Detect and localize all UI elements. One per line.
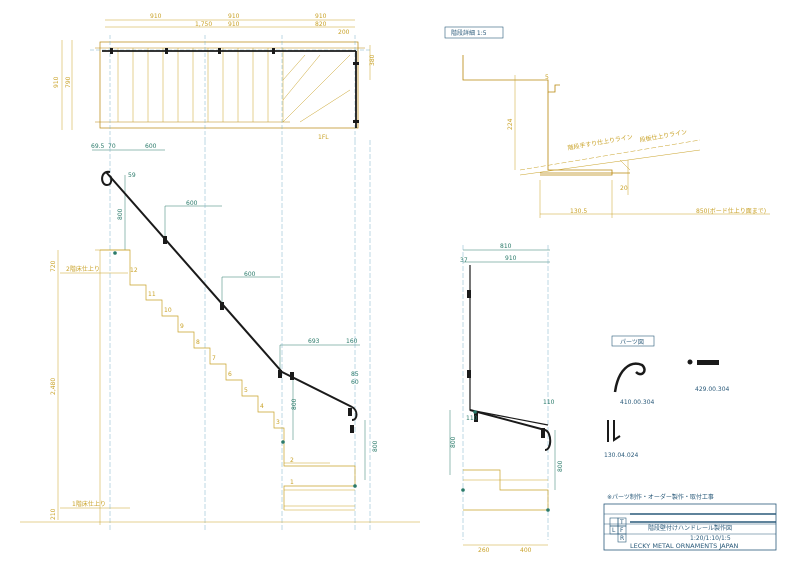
plan-dim-left-2: 790 xyxy=(65,76,72,88)
detail-dim-2: 224 xyxy=(507,118,514,130)
plan-view: 910 910 910 1,750 910 820 200 910 790 xyxy=(53,13,376,141)
detail-note-2: 段板仕上りライン xyxy=(639,128,688,144)
side-dim-v-2: 800 xyxy=(557,460,564,472)
tb-letter-f: F xyxy=(620,527,624,534)
tb-letter-r: R xyxy=(620,535,624,542)
elev-dim-v-1: 59 xyxy=(128,172,136,179)
detail-title-box xyxy=(444,26,504,39)
elev-dim-v-2: 800 xyxy=(117,208,124,220)
part-bracket-icon xyxy=(607,420,621,442)
part-code-2: 429.00.304 xyxy=(695,386,730,393)
title-block: T L F R 階段壁付けハンドレール製作図 1:20/1:10/1:5 LEC… xyxy=(603,503,777,551)
elev-dim-top-6: 693 xyxy=(308,338,320,345)
detail-dim-4: 130.5 xyxy=(570,208,587,215)
step-11: 11 xyxy=(148,291,156,298)
elev-dim-top-3: 600 xyxy=(145,143,157,150)
step-7: 7 xyxy=(212,355,216,362)
tb-letter-t: T xyxy=(619,519,624,526)
step-5: 5 xyxy=(244,387,248,394)
elev-note-1f: 1階床仕上り xyxy=(72,500,106,508)
plan-dim-left-1: 910 xyxy=(53,76,60,88)
detail-dim-5: 850(ボード仕上り面まで) xyxy=(696,207,766,215)
elev-left-dim-1: 720 xyxy=(50,260,57,272)
footer-note: ※パーツ制作・オーダー製作・取付工事 xyxy=(607,493,714,501)
detail-title: 階段詳細 1:5 xyxy=(451,29,487,37)
step-12: 12 xyxy=(130,267,138,274)
detail-dim-3: 20 xyxy=(620,185,628,192)
side-handrail xyxy=(469,409,552,451)
step-1: 1 xyxy=(290,479,294,486)
detail-note-1: 階段手すり仕上りライン xyxy=(567,133,633,152)
elev-dim-v-3: 800 xyxy=(291,398,298,410)
plan-dim-top-2: 910 xyxy=(228,13,240,20)
plan-dim-top-1: 910 xyxy=(150,13,162,20)
side-dim-small-1: 110 xyxy=(543,399,555,406)
step-6: 6 xyxy=(228,371,232,378)
parts-legend: パーツ図 410.00.304 429.00.304 130.04.024 xyxy=(604,335,730,459)
elev-left-dim-2: 2,480 xyxy=(50,378,57,395)
elev-note-2f: 2階床仕上り xyxy=(66,265,100,273)
side-dim-bottom-1: 260 xyxy=(478,547,490,554)
part-bar-icon xyxy=(697,360,719,365)
plan-fl-label: 1FL xyxy=(318,134,329,141)
plan-dim-second-1: 1,750 xyxy=(195,21,212,28)
stair-elevation: 69.5 70 600 600 600 693 160 800 59 800 8… xyxy=(20,140,420,530)
plan-dim-right-top: 200 xyxy=(338,29,350,36)
parts-title-box xyxy=(611,335,655,347)
tb-letter-l: L xyxy=(612,527,616,534)
side-elevation: 810 910 37 800 800 110 110 260 400 xyxy=(449,243,564,554)
tb-scale: 1:20/1:10/1:5 xyxy=(690,535,731,542)
step-2: 2 xyxy=(290,457,294,464)
elev-dim-top-7: 160 xyxy=(346,338,358,345)
plan-dim-right: 380 xyxy=(369,54,376,66)
tb-title: 階段壁付けハンドレール製作図 xyxy=(648,524,732,532)
elev-dim-top-4: 600 xyxy=(186,200,198,207)
step-10: 10 xyxy=(164,307,172,314)
side-dim-small-2: 110 xyxy=(466,415,478,422)
step-3: 3 xyxy=(276,419,280,426)
part-code-3: 130.04.024 xyxy=(604,452,639,459)
part-scroll-icon xyxy=(613,362,646,393)
handrail-brackets xyxy=(163,236,354,433)
elev-dim-top-5: 600 xyxy=(244,271,256,278)
side-dim-bottom-2: 400 xyxy=(520,547,532,554)
step-4: 4 xyxy=(260,403,264,410)
plan-dim-second-3: 820 xyxy=(315,21,327,28)
tb-company: LECKY METAL ORNAMENTS JAPAN xyxy=(630,542,739,550)
side-dim-top-1: 810 xyxy=(500,243,512,250)
elev-dim-top-1: 69.5 xyxy=(91,143,105,150)
elev-dim-v-4: 800 xyxy=(372,440,379,452)
detail-dim-1: 5 xyxy=(545,74,549,81)
parts-title: パーツ図 xyxy=(620,339,644,346)
plan-dim-second-2: 910 xyxy=(228,21,240,28)
plan-dim-top-3: 910 xyxy=(315,13,327,20)
elev-dim-top-2: 70 xyxy=(108,143,116,150)
part-code-1: 410.00.304 xyxy=(620,399,655,406)
step-8: 8 xyxy=(196,339,200,346)
stair-detail: 階段詳細 1:5 5 224 20 130.5 850(ボード仕上り面まで) 階… xyxy=(444,26,770,218)
step-9: 9 xyxy=(180,323,184,330)
side-dim-top-3: 37 xyxy=(460,257,468,264)
side-dim-v-1: 800 xyxy=(450,436,457,448)
elev-left-dim-3: 210 xyxy=(50,508,57,520)
side-dim-top-2: 910 xyxy=(505,255,517,262)
